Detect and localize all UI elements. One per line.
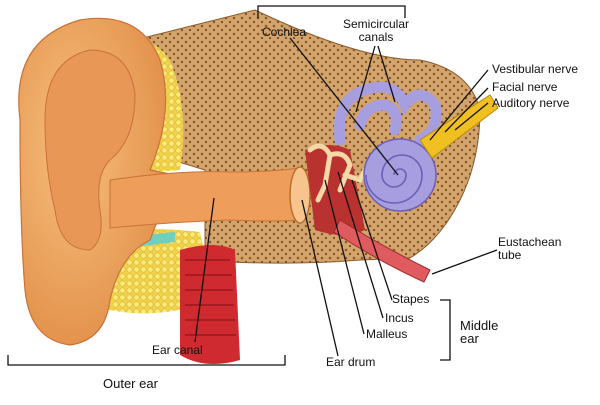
label-ear-drum: Ear drum	[326, 355, 376, 369]
label-eustachean-tube: Eustachean tube	[498, 236, 561, 262]
label-semicircular-line1: Semicircular	[342, 17, 409, 31]
label-vestibular-nerve: Vestibular nerve	[492, 62, 579, 76]
label-outer-ear: Outer ear	[103, 376, 158, 391]
ear-drum-shape	[289, 166, 311, 224]
leader-vestibular-nerve	[429, 69, 489, 141]
label-semicircular-canals: Semicircular canals	[330, 18, 422, 44]
leader-ear-canal	[194, 197, 215, 343]
label-malleus: Malleus	[366, 327, 408, 341]
semicircular-canals-shape	[333, 81, 442, 146]
label-cochlea: Cochlea	[262, 25, 307, 39]
label-facial-nerve: Facial nerve	[492, 80, 558, 94]
middle-ear-bracket	[440, 299, 451, 361]
leader-auditory-nerve	[454, 102, 489, 131]
label-auditory-nerve: Auditory nerve	[492, 96, 570, 110]
cochlea-shape	[363, 138, 437, 212]
leader-semicircular-a	[355, 45, 376, 113]
label-middle-line1: Middle	[460, 318, 499, 333]
leader-semicircular-b	[377, 45, 396, 103]
label-eustachean-line2: tube	[498, 248, 522, 262]
jaw-muscle-stripes	[185, 259, 236, 336]
label-eustachean-line1: Eustachean	[498, 235, 562, 249]
leader-malleus	[324, 179, 365, 335]
outer-ear-bracket	[7, 355, 286, 366]
label-stapes: Stapes	[392, 292, 430, 306]
leader-lines	[194, 37, 498, 357]
ear-canal-tube	[109, 167, 303, 229]
label-middle-line2: ear	[460, 331, 479, 346]
label-ear-canal: Ear canal	[152, 343, 203, 357]
label-middle-ear: Middle ear	[460, 319, 498, 345]
leader-ear-drum	[301, 199, 339, 357]
leader-incus	[337, 171, 384, 319]
leader-stapes	[351, 179, 393, 301]
leader-eustachean-tube	[431, 249, 498, 275]
top-bracket	[257, 5, 406, 18]
cochlea-spiral	[365, 154, 423, 204]
pinna-fold	[44, 49, 136, 251]
leader-facial-nerve	[444, 87, 489, 133]
leader-cochlea	[289, 37, 399, 176]
label-semicircular-line2: canals	[358, 30, 394, 44]
label-incus: Incus	[385, 311, 414, 325]
